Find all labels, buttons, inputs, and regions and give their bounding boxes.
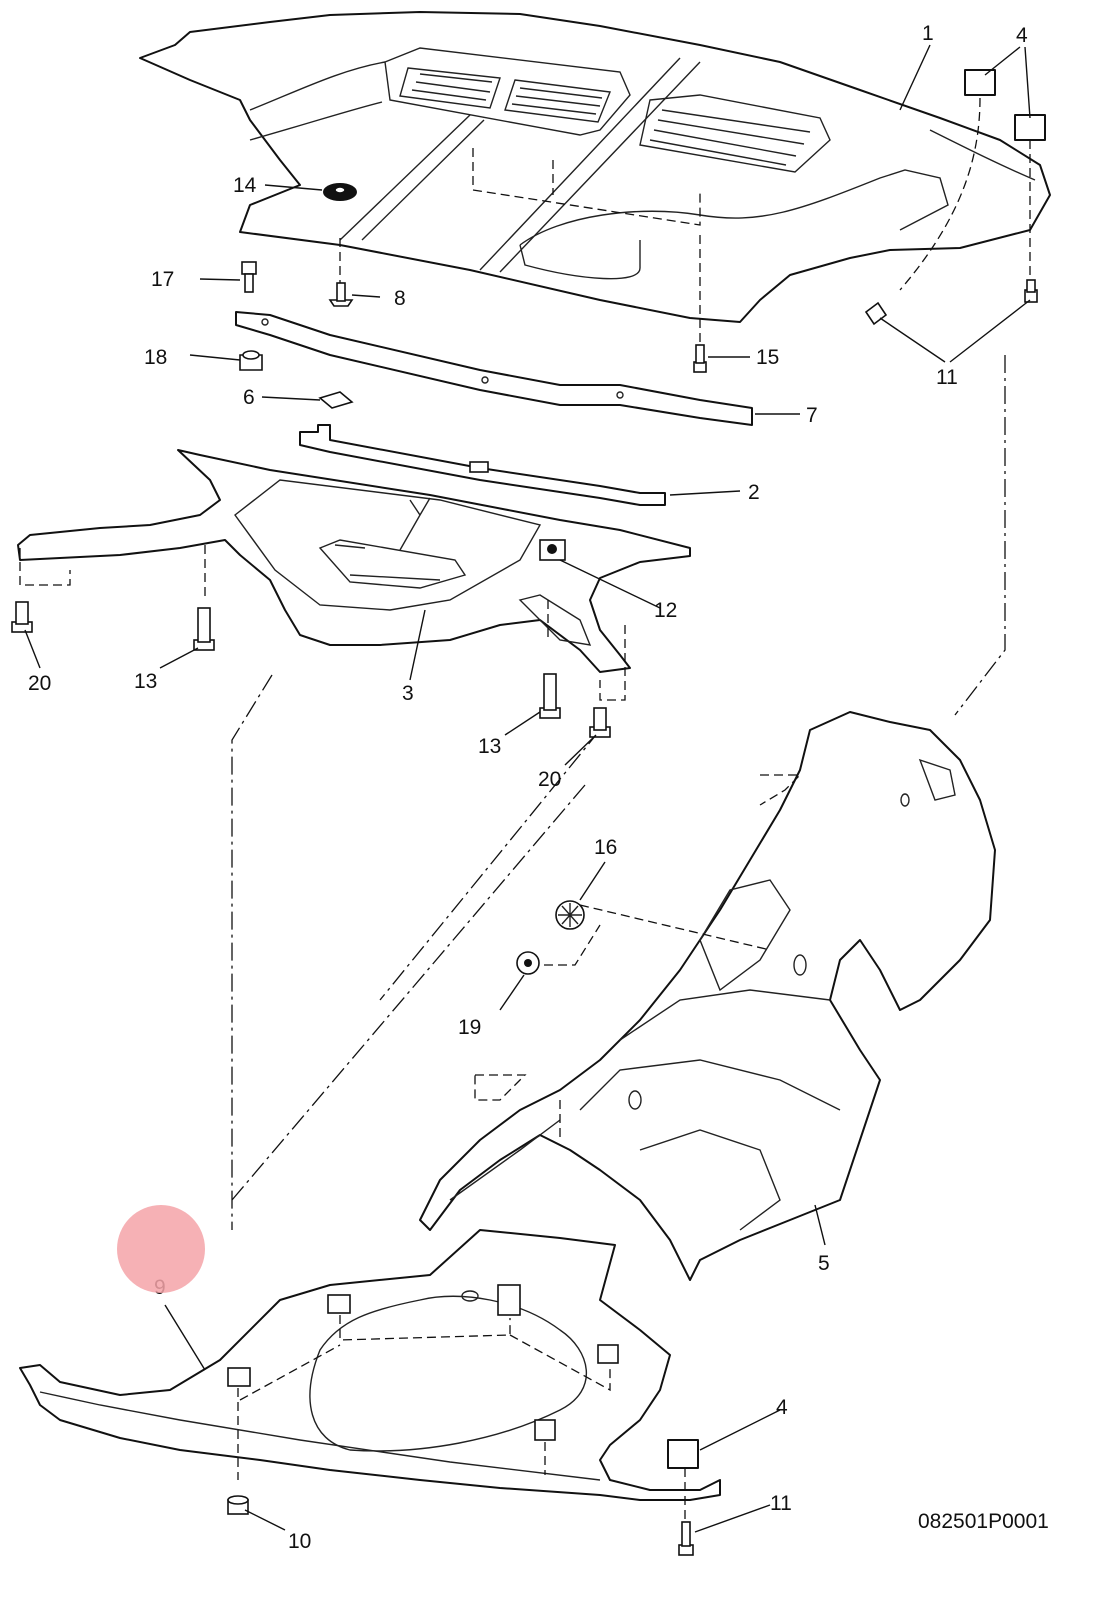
callout-11: 11 <box>936 366 958 389</box>
callout-13: 13 <box>134 670 157 693</box>
callout-1: 1 <box>922 22 934 45</box>
callout-8: 8 <box>394 287 406 310</box>
leader-lines <box>24 44 1031 1533</box>
callout-14: 14 <box>233 174 257 197</box>
highlight-marker <box>117 1205 205 1293</box>
part-5-tunnel-shield <box>419 711 996 1281</box>
callout-2: 2 <box>748 481 760 504</box>
callout-4: 4 <box>1016 24 1028 47</box>
callout-3: 3 <box>402 682 414 705</box>
callout-6: 6 <box>243 386 255 409</box>
part-9-front-panel <box>19 1229 721 1501</box>
callout-16: 16 <box>594 836 617 859</box>
part-3-center-panel <box>17 449 691 673</box>
callout-5: 5 <box>818 1252 830 1275</box>
callout-19: 19 <box>458 1016 481 1039</box>
callout-13-right: 13 <box>478 735 501 758</box>
callout-labels: 1 2 3 4 4 5 6 7 8 9 10 11 11 12 13 13 14… <box>28 22 1049 1553</box>
part-1-upper-shield <box>139 11 1051 323</box>
part-7-rail <box>235 311 753 426</box>
drawing-number: 082501P0001 <box>918 1510 1049 1533</box>
callout-4-lower: 4 <box>776 1396 788 1419</box>
callout-15: 15 <box>756 346 779 369</box>
callout-17: 17 <box>151 268 174 291</box>
callout-20: 20 <box>28 672 51 695</box>
callout-10: 10 <box>288 1530 311 1553</box>
callout-20-right: 20 <box>538 768 561 791</box>
fasteners <box>11 183 1038 1556</box>
part-2-bracket <box>299 424 666 506</box>
callout-11-lower: 11 <box>770 1492 792 1515</box>
callout-12: 12 <box>654 599 677 622</box>
callout-18: 18 <box>144 346 167 369</box>
callout-7: 7 <box>806 404 818 427</box>
